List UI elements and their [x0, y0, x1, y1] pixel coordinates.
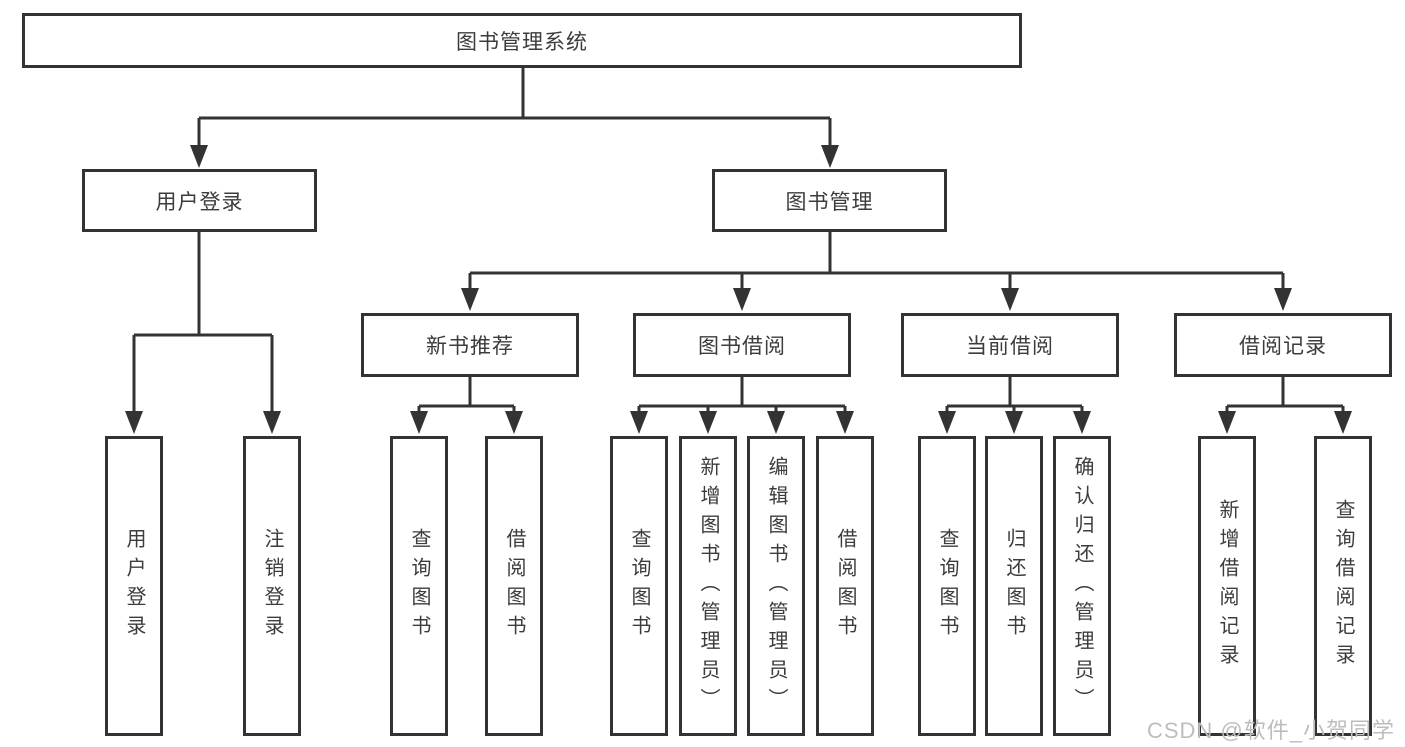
connector-bookmgmt-to-sections: [461, 232, 1292, 311]
node-library-management-system: 图书管理系统: [22, 13, 1022, 68]
leaf-return-books: 归还图书: [985, 436, 1043, 736]
leaf-add-borrow-record: 新增借阅记录: [1198, 436, 1256, 736]
connector-userlogin-to-leaves: [125, 232, 281, 434]
connector-currentborrow-to-leaves: [938, 377, 1091, 434]
leaf-confirm-return-admin: 确认归还（管理员）: [1053, 436, 1111, 736]
leaf-query-borrow-record: 查询借阅记录: [1314, 436, 1372, 736]
node-new-book-recommend: 新书推荐: [361, 313, 579, 377]
connector-newbook-to-leaves: [410, 377, 523, 434]
leaf-borrow-books-recommend: 借阅图书: [485, 436, 543, 736]
leaf-borrow-books: 借阅图书: [816, 436, 874, 736]
connector-records-to-leaves: [1218, 377, 1352, 434]
leaf-query-books-recommend: 查询图书: [390, 436, 448, 736]
connector-bookborrow-to-leaves: [630, 377, 854, 434]
csdn-watermark: CSDN @软件_小贺同学: [1146, 718, 1395, 743]
leaf-logout: 注销登录: [243, 436, 301, 736]
node-book-management: 图书管理: [712, 169, 947, 232]
leaf-query-books-borrow: 查询图书: [610, 436, 668, 736]
node-borrow-records: 借阅记录: [1174, 313, 1392, 377]
node-user-login: 用户登录: [82, 169, 317, 232]
leaf-edit-books-admin: 编辑图书（管理员）: [747, 436, 805, 736]
connector-root-to-level2: [190, 68, 839, 168]
leaf-add-books-admin: 新增图书（管理员）: [679, 436, 737, 736]
node-current-borrow: 当前借阅: [901, 313, 1119, 377]
leaf-user-login: 用户登录: [105, 436, 163, 736]
leaf-query-books-current: 查询图书: [918, 436, 976, 736]
node-book-borrow: 图书借阅: [633, 313, 851, 377]
